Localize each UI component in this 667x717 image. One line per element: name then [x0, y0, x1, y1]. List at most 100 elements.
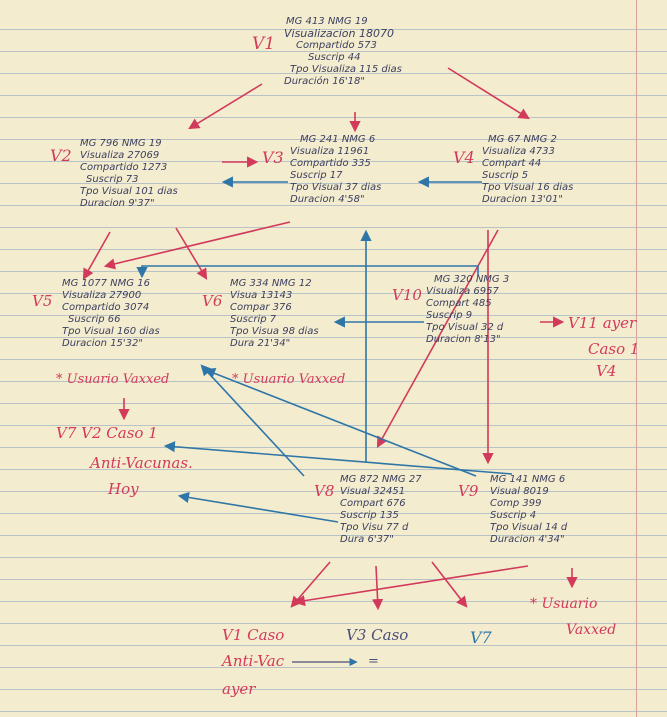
- note-v11: V11 ayer: [568, 314, 637, 332]
- note-vaxxed-3: * Usuario: [530, 596, 598, 612]
- outcome-equals: =: [368, 654, 379, 669]
- node-v9-line: Visual 8019: [490, 486, 549, 497]
- node-v3-line: Compartido 335: [290, 158, 371, 169]
- node-v9-line: Duracion 4'34": [490, 534, 565, 545]
- arrow-v8-to-hoy: [177, 491, 339, 523]
- node-v1: MG 413 NMG 19 Visualizacion 18070 Compar…: [284, 16, 402, 88]
- node-v8-line: Compart 676: [340, 498, 406, 509]
- node-v8-line: MG 872 NMG 27: [340, 474, 422, 485]
- outcome-v7: V7: [470, 628, 492, 647]
- node-v3-line: Visualiza 11961: [290, 146, 370, 157]
- note-hoy: Hoy: [108, 480, 139, 498]
- node-v6-line: Visua 13143: [230, 290, 293, 301]
- node-v8-line: Visual 32451: [340, 486, 406, 497]
- node-v9-label: V9: [458, 482, 479, 500]
- node-v8-line: Suscrip 135: [340, 510, 399, 521]
- node-v2-line: Duracion 9'37": [80, 198, 155, 209]
- arrow-v1-to-v2: [188, 83, 263, 130]
- node-v6-line: MG 334 NMG 12: [230, 278, 312, 289]
- node-v8: MG 872 NMG 27 Visual 32451 Compart 676 S…: [340, 474, 422, 546]
- node-v4-line: MG 67 NMG 2: [488, 134, 557, 145]
- node-v10-line: Tpo Visual 32 d: [426, 322, 504, 333]
- node-v9: MG 141 NMG 6 Visual 8019 Comp 399 Suscri…: [490, 474, 567, 546]
- arrow-v3-to-v5: [103, 221, 291, 270]
- node-v9-line: Comp 399: [490, 498, 542, 509]
- node-v4-line: Suscrip 5: [482, 170, 529, 181]
- arrow-v9-to-v7: [163, 441, 513, 475]
- node-v2-line: Compartido 1273: [80, 162, 168, 173]
- node-v3-line: Tpo Visual 37 dias: [290, 182, 382, 193]
- node-v6-line: Dura 21'34": [230, 338, 291, 349]
- node-v10-line: Visualiza 6957: [426, 286, 499, 297]
- node-v9-line: Suscrip 4: [490, 510, 537, 521]
- outcome-v3-caso: V3 Caso: [346, 626, 409, 644]
- node-v3-line: Suscrip 17: [290, 170, 343, 181]
- node-v2-line: Tpo Visual 101 dias: [80, 186, 178, 197]
- arrow-v10-to-v6-bracket: [136, 265, 479, 279]
- arrow-v1-to-v4: [447, 67, 530, 120]
- node-v5-line: Visualiza 27900: [62, 290, 142, 301]
- node-v6-line: Tpo Visua 98 dias: [230, 326, 319, 337]
- arrow-v8-to-v3case: [371, 565, 384, 611]
- node-v1-line: Suscrip 44: [308, 52, 361, 63]
- node-v2: MG 796 NMG 19 Visualiza 27069 Compartido…: [80, 138, 178, 210]
- node-v1-line: Visualizacion 18070: [284, 27, 394, 40]
- node-v1-line: MG 413 NMG 19: [286, 16, 368, 27]
- node-v2-label: V2: [50, 146, 72, 165]
- node-v2-line: Suscrip 73: [86, 174, 139, 185]
- node-v10-line: MG 320 NMG 3: [434, 274, 510, 285]
- node-v3-line: Duracion 4'58": [290, 194, 365, 205]
- node-v5-line: MG 1077 NMG 16: [62, 278, 150, 289]
- note-antivacunas: Anti-Vacunas.: [90, 454, 193, 472]
- node-v5-label: V5: [32, 292, 53, 310]
- node-v6-line: Suscrip 7: [230, 314, 277, 325]
- node-v5-line: Duracion 15'32": [62, 338, 143, 349]
- node-v1-label: V1: [252, 34, 276, 54]
- node-v4-line: Visualiza 4733: [482, 146, 555, 157]
- note-caso1: Caso 1: [588, 340, 640, 358]
- outcome-ayer: ayer: [222, 680, 256, 698]
- arrow-v2-to-v6: [175, 227, 208, 280]
- node-v10-label: V10: [392, 286, 422, 304]
- node-v8-line: Dura 6'37": [340, 534, 394, 545]
- arrow-v9-to-v1case: [293, 565, 529, 607]
- arrow-v9-to-v6: [203, 368, 477, 477]
- note-vaxxed-3-b: Vaxxed: [566, 622, 617, 638]
- node-v9-line: MG 141 NMG 6: [490, 474, 566, 485]
- node-v4-line: Duracion 13'01": [482, 194, 563, 205]
- arrow-v8-to-v6: [200, 364, 305, 477]
- arrow-v8-to-v7: [431, 561, 468, 608]
- node-v2-line: Visualiza 27069: [80, 150, 160, 161]
- arrow-v2-to-v5: [82, 231, 111, 280]
- node-v5-line: Suscrip 66: [68, 314, 121, 325]
- note-caso1-v4: V4: [596, 362, 617, 380]
- node-v3-line: MG 241 NMG 6: [300, 134, 376, 145]
- node-v5-line: Tpo Visual 160 dias: [62, 326, 160, 337]
- node-v8-line: Tpo Visu 77 d: [340, 522, 409, 533]
- node-v6-label: V6: [202, 292, 223, 310]
- note-v7: V7 V2 Caso 1: [56, 424, 158, 442]
- node-v6-line: Compar 376: [230, 302, 292, 313]
- node-v9-line: Tpo Visual 14 d: [490, 522, 568, 533]
- node-v3: MG 241 NMG 6 Visualiza 11961 Compartido …: [290, 134, 381, 206]
- node-v10-line: Compart 485: [426, 298, 492, 309]
- node-v8-label: V8: [314, 482, 335, 500]
- node-v6: MG 334 NMG 12 Visua 13143 Compar 376 Sus…: [230, 278, 319, 350]
- node-v10-line: Duracion 8'13": [426, 334, 501, 345]
- node-v2-line: MG 796 NMG 19: [80, 138, 162, 149]
- note-vaxxed-2: * Usuario Vaxxed: [232, 372, 346, 387]
- paper-margin-line: [636, 0, 637, 717]
- node-v5: MG 1077 NMG 16 Visualiza 27900 Compartid…: [62, 278, 160, 350]
- outcome-antivac: Anti-Vac: [222, 652, 285, 670]
- node-v1-line: Tpo Visualiza 115 dias: [290, 64, 402, 75]
- node-v3-label: V3: [262, 148, 284, 167]
- node-v10: MG 320 NMG 3 Visualiza 6957 Compart 485 …: [426, 274, 509, 346]
- node-v4: MG 67 NMG 2 Visualiza 4733 Compart 44 Su…: [482, 134, 573, 206]
- node-v10-line: Suscrip 9: [426, 310, 473, 321]
- node-v5-line: Compartido 3074: [62, 302, 150, 313]
- node-v4-line: Compart 44: [482, 158, 542, 169]
- node-v1-line: Duración 16'18": [284, 76, 365, 87]
- node-v4-label: V4: [453, 148, 475, 167]
